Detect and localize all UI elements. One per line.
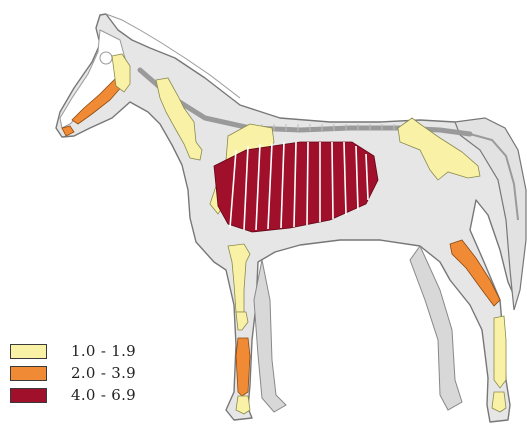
legend-swatch xyxy=(10,388,47,403)
legend-label: 2.0 - 3.9 xyxy=(71,364,136,382)
legend-swatch xyxy=(10,344,47,359)
eye-socket xyxy=(100,52,112,64)
legend-swatch xyxy=(10,366,47,381)
legend-label: 4.0 - 6.9 xyxy=(71,386,136,404)
legend-item: 1.0 - 1.9 xyxy=(10,342,136,360)
far-front-leg xyxy=(254,260,286,412)
hind-pastern xyxy=(492,392,506,412)
hind-cannon-bone xyxy=(494,316,506,388)
legend-item: 2.0 - 3.9 xyxy=(10,364,136,382)
legend: 1.0 - 1.9 2.0 - 3.9 4.0 - 6.9 xyxy=(10,342,136,408)
fore-cannon-bone xyxy=(236,338,250,396)
legend-label: 1.0 - 1.9 xyxy=(71,342,136,360)
legend-item: 4.0 - 6.9 xyxy=(10,386,136,404)
fore-pastern xyxy=(236,396,250,414)
